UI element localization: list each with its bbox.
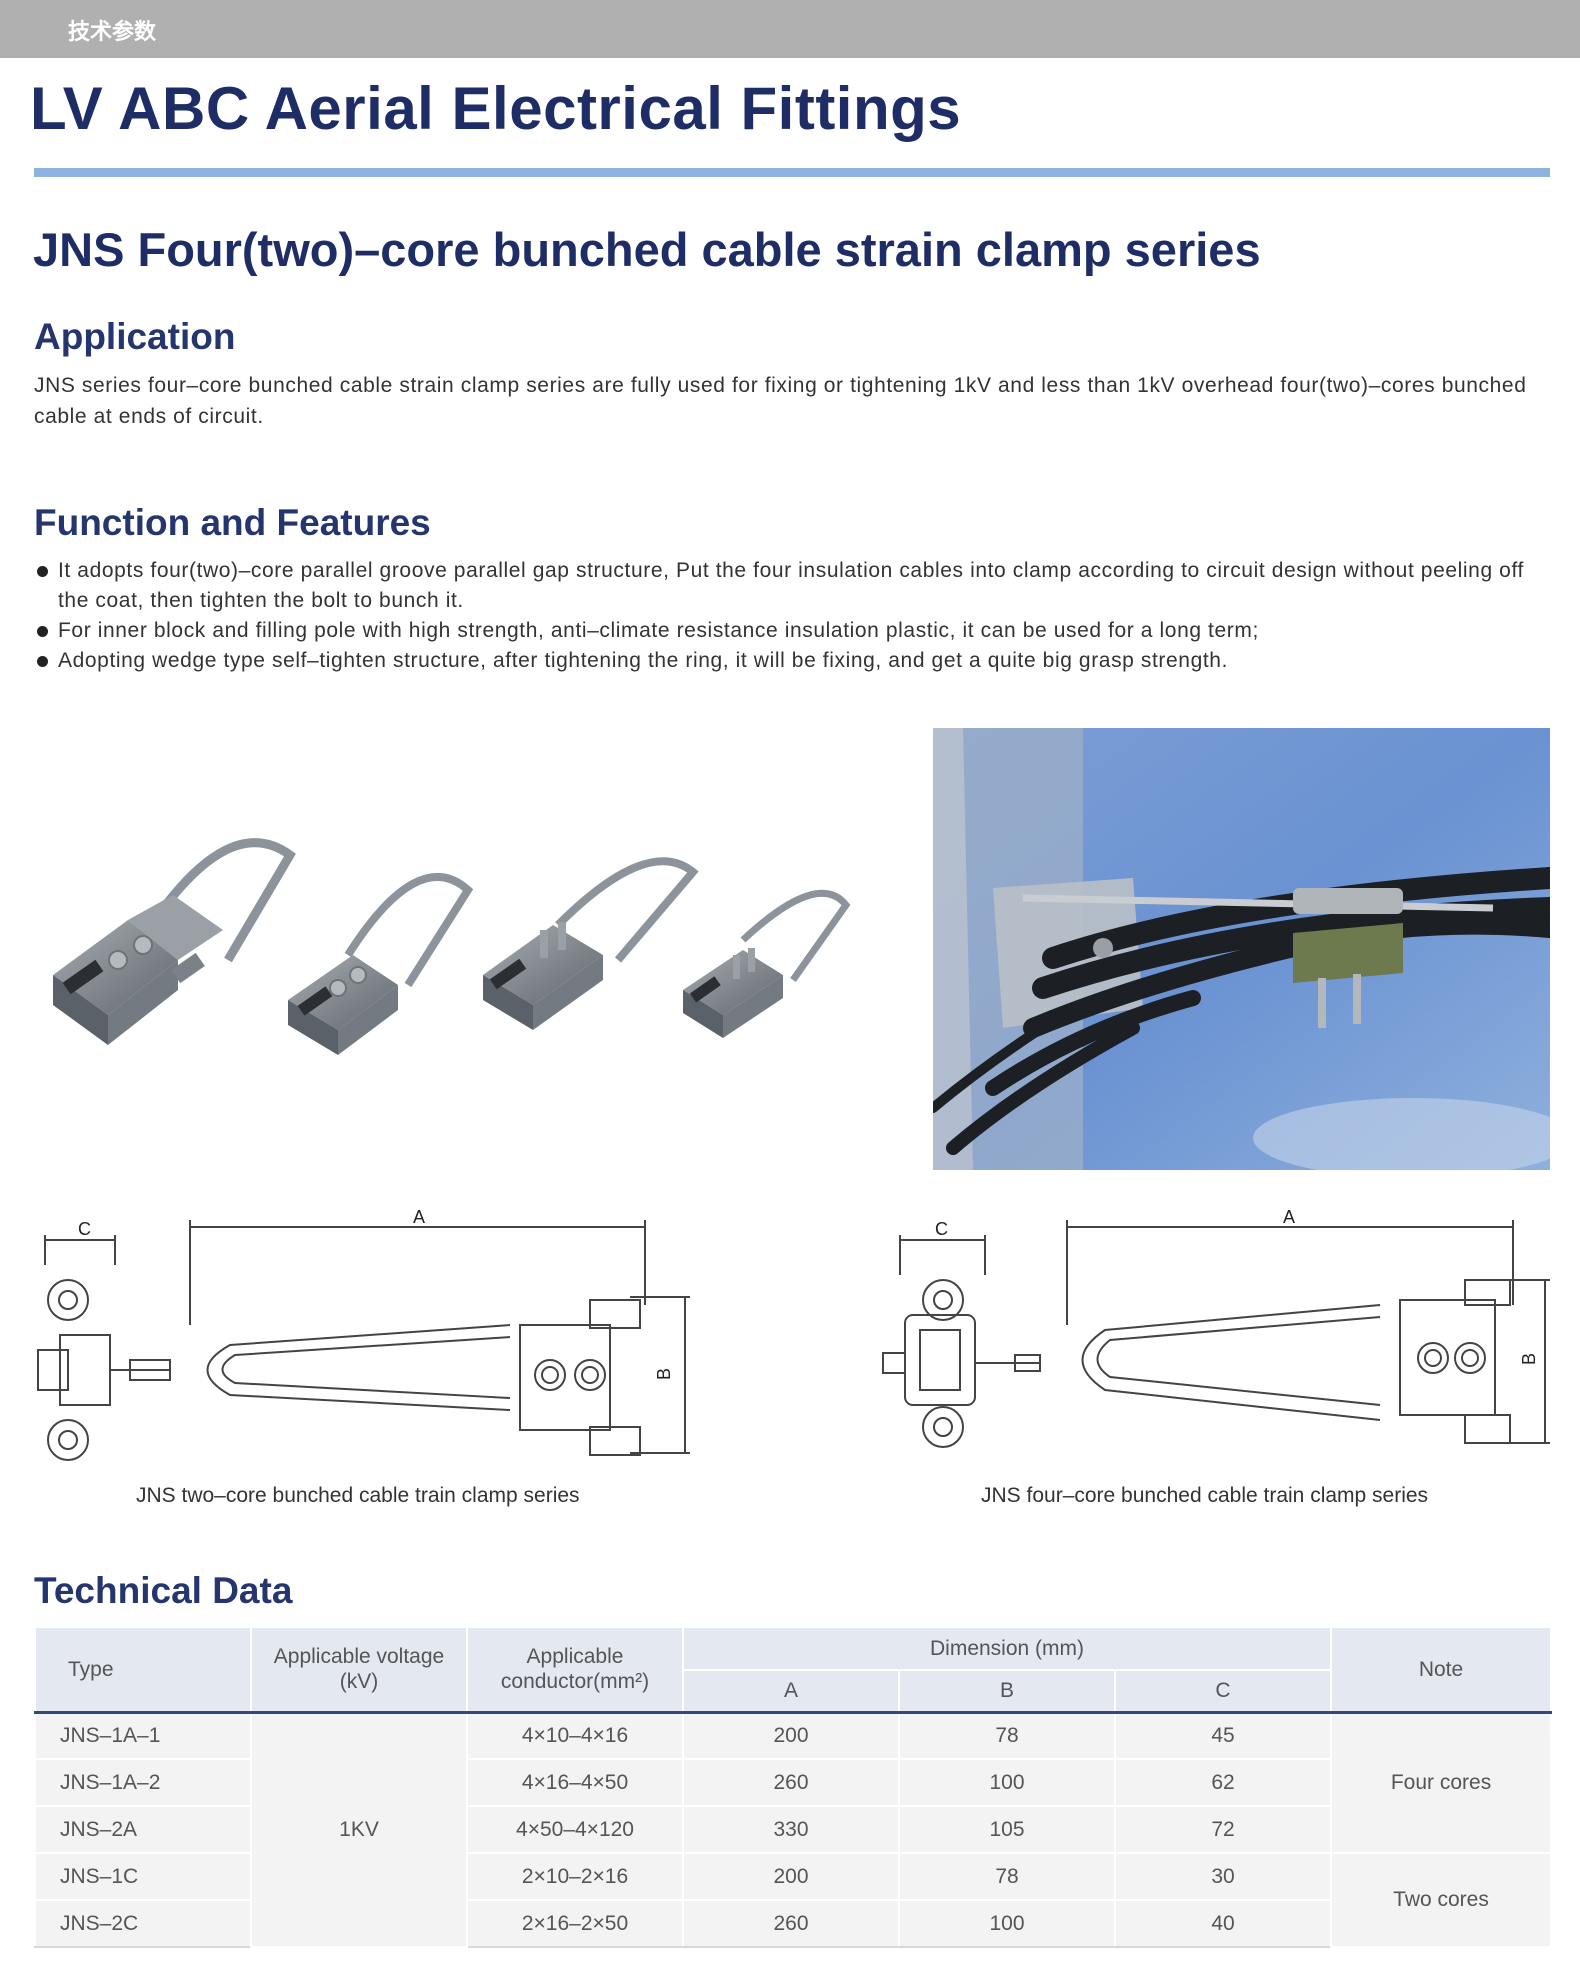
dimension-a-cell: 260 xyxy=(682,1759,900,1807)
technical-data-heading: Technical Data xyxy=(34,1570,293,1611)
conductor-cell: 2×16–2×50 xyxy=(466,1900,684,1948)
application-heading: Application xyxy=(34,316,236,357)
dimension-c-cell: 62 xyxy=(1113,1759,1333,1807)
series-title: JNS Four(two)–core bunched cable strain … xyxy=(33,223,1261,276)
column-header-a: A xyxy=(682,1669,900,1714)
type-cell: JNS–1C xyxy=(34,1853,252,1901)
table-row: JNS–1A–2 4×16–4×50 260 100 62 xyxy=(34,1759,1551,1807)
column-header-dimension: Dimension (mm) xyxy=(681,1628,1333,1670)
dimension-b-cell: 100 xyxy=(898,1900,1116,1948)
application-text: JNS series four–core bunched cable strai… xyxy=(34,374,1527,428)
dimension-b-cell: 78 xyxy=(898,1712,1116,1760)
table-row: JNS–1C 2×10–2×16 200 78 30 Two cores xyxy=(34,1853,1553,1948)
dimension-c-cell: 30 xyxy=(1113,1853,1333,1901)
conductor-cell: 4×10–4×16 xyxy=(466,1712,684,1760)
technical-data-table: Type Applicable voltage (kV) Applicable … xyxy=(34,1628,1553,1948)
dimension-c-cell: 72 xyxy=(1113,1806,1333,1854)
type-cell: JNS–2A xyxy=(34,1806,252,1854)
two-core-dimension-drawing: C A B xyxy=(37,1207,690,1461)
dimension-a-cell: 200 xyxy=(682,1853,900,1901)
note-cell: Four cores xyxy=(1330,1712,1553,1854)
table-row: JNS–2A 4×50–4×120 330 105 72 xyxy=(34,1806,1551,1854)
dimension-c-cell: 45 xyxy=(1113,1712,1333,1760)
column-header-c: C xyxy=(1113,1669,1333,1714)
column-header-b: B xyxy=(898,1669,1116,1714)
type-cell: JNS–2C xyxy=(34,1900,252,1948)
conductor-cell: 4×50–4×120 xyxy=(466,1806,684,1854)
type-cell: JNS–1A–2 xyxy=(34,1759,252,1807)
table-row: JNS–2C 2×16–2×50 260 100 40 xyxy=(34,1900,1551,1948)
feature-item: Adopting wedge type self–tighten structu… xyxy=(34,646,1554,676)
dimension-label-a: A xyxy=(413,1207,425,1227)
conductor-cell: 4×16–4×50 xyxy=(466,1759,684,1807)
column-header-type: Type xyxy=(34,1628,252,1714)
installed-clamp-photo xyxy=(933,728,1550,1170)
dimension-a-cell: 200 xyxy=(682,1712,900,1760)
note-cell: Two cores xyxy=(1330,1853,1553,1948)
title-divider xyxy=(34,168,1550,177)
type-cell: JNS–1A–1 xyxy=(34,1712,252,1760)
column-header-conductor: Applicable conductor(mm²) xyxy=(466,1628,684,1714)
table-row: JNS–1A–1 1KV 4×10–4×16 200 78 45 Four co… xyxy=(34,1712,1553,1948)
dimension-label-b: B xyxy=(654,1368,674,1380)
four-core-dimension-drawing: C A B xyxy=(882,1207,1550,1448)
table-subheader-row: A B C xyxy=(35,1669,1551,1714)
dimension-c-cell: 40 xyxy=(1113,1900,1333,1948)
four-core-caption: JNS four–core bunched cable train clamp … xyxy=(981,1484,1429,1507)
top-header-bar: 技术参数 xyxy=(0,0,1580,58)
feature-item: It adopts four(two)–core parallel groove… xyxy=(34,556,1554,616)
column-header-note: Note xyxy=(1330,1628,1553,1714)
dimension-label-c: C xyxy=(78,1219,91,1239)
features-list: It adopts four(two)–core parallel groove… xyxy=(34,556,1554,676)
dimension-label-a: A xyxy=(1283,1207,1295,1227)
dimension-a-cell: 330 xyxy=(682,1806,900,1854)
dimension-b-cell: 78 xyxy=(898,1853,1116,1901)
header-label: 技术参数 xyxy=(68,20,157,45)
conductor-cell: 2×10–2×16 xyxy=(466,1853,684,1901)
dimension-label-b: B xyxy=(1519,1353,1539,1365)
voltage-cell: 1KV xyxy=(250,1712,468,1948)
features-heading: Function and Features xyxy=(34,502,431,543)
dimension-a-cell: 260 xyxy=(682,1900,900,1948)
column-header-voltage: Applicable voltage (kV) xyxy=(250,1628,468,1714)
clamp-product-photo xyxy=(28,810,858,1080)
dimension-label-c: C xyxy=(935,1219,948,1239)
dimension-b-cell: 105 xyxy=(898,1806,1116,1854)
two-core-caption: JNS two–core bunched cable train clamp s… xyxy=(136,1484,580,1507)
page-title: LV ABC Aerial Electrical Fittings xyxy=(30,75,962,142)
feature-item: For inner block and filling pole with hi… xyxy=(34,616,1554,646)
table-header-row: Type Applicable voltage (kV) Applicable … xyxy=(34,1628,1553,1714)
dimension-b-cell: 100 xyxy=(898,1759,1116,1807)
